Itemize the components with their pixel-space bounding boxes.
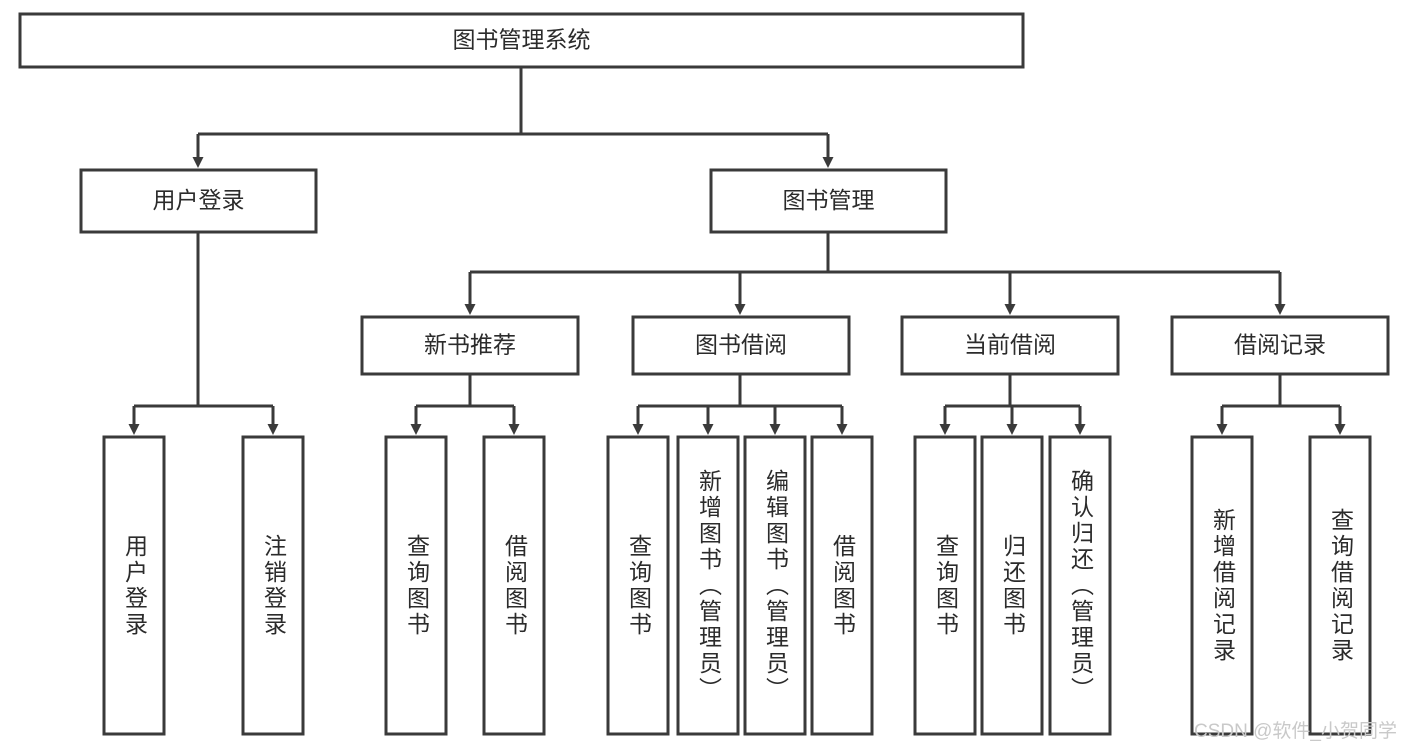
- node-label: 用户登录: [153, 187, 245, 213]
- node-box: [102, 435, 166, 736]
- node-box: [384, 435, 448, 736]
- node-leaf-query-book-2[interactable]: [606, 435, 670, 736]
- node-box: [1308, 435, 1372, 736]
- node-leaf-query-book-3[interactable]: [913, 435, 977, 736]
- node-label: 图书借阅: [695, 332, 787, 358]
- node-leaf-confirm-return-admin[interactable]: [1048, 435, 1112, 736]
- node-label: 图书管理: [783, 187, 875, 213]
- node-label: 图书管理系统: [453, 27, 591, 53]
- node-box: [900, 315, 1120, 376]
- node-box: [1170, 315, 1390, 376]
- node-label: 借阅记录: [1234, 332, 1326, 358]
- node-borrow-record[interactable]: 借阅记录: [1170, 315, 1390, 376]
- node-new-book-recommend[interactable]: 新书推荐: [360, 315, 580, 376]
- node-box: [360, 315, 580, 376]
- node-book-borrow[interactable]: 图书借阅: [631, 315, 851, 376]
- node-box: [482, 435, 546, 736]
- node-leaf-borrow-book-2[interactable]: [810, 435, 874, 736]
- node-leaf-add-book-admin[interactable]: [676, 435, 740, 736]
- node-leaf-borrow-book-1[interactable]: [482, 435, 546, 736]
- node-leaf-add-borrow-record[interactable]: [1190, 435, 1254, 736]
- node-box: [810, 435, 874, 736]
- node-user-login[interactable]: 用户登录: [79, 168, 318, 234]
- node-box: [743, 435, 807, 736]
- node-leaf-return-book[interactable]: [980, 435, 1044, 736]
- node-box: [18, 12, 1025, 69]
- node-leaf-query-borrow-record[interactable]: [1308, 435, 1372, 736]
- node-leaf-query-book-1[interactable]: [384, 435, 448, 736]
- node-system-title[interactable]: 图书管理系统: [18, 12, 1025, 69]
- node-leaf-edit-book-admin[interactable]: [743, 435, 807, 736]
- node-box: [676, 435, 740, 736]
- node-box: [631, 315, 851, 376]
- node-book-management[interactable]: 图书管理: [709, 168, 948, 234]
- node-box: [980, 435, 1044, 736]
- node-box: [1048, 435, 1112, 736]
- node-label: 当前借阅: [964, 332, 1056, 358]
- node-box: [79, 168, 318, 234]
- node-box: [913, 435, 977, 736]
- node-label: 新书推荐: [424, 332, 516, 358]
- node-box: [1190, 435, 1254, 736]
- node-box: [709, 168, 948, 234]
- node-leaf-logout-login[interactable]: [241, 435, 305, 736]
- node-leaf-user-login[interactable]: [102, 435, 166, 736]
- node-current-borrow[interactable]: 当前借阅: [900, 315, 1120, 376]
- edges-layer: [128, 67, 1346, 435]
- node-box: [241, 435, 305, 736]
- node-box: [606, 435, 670, 736]
